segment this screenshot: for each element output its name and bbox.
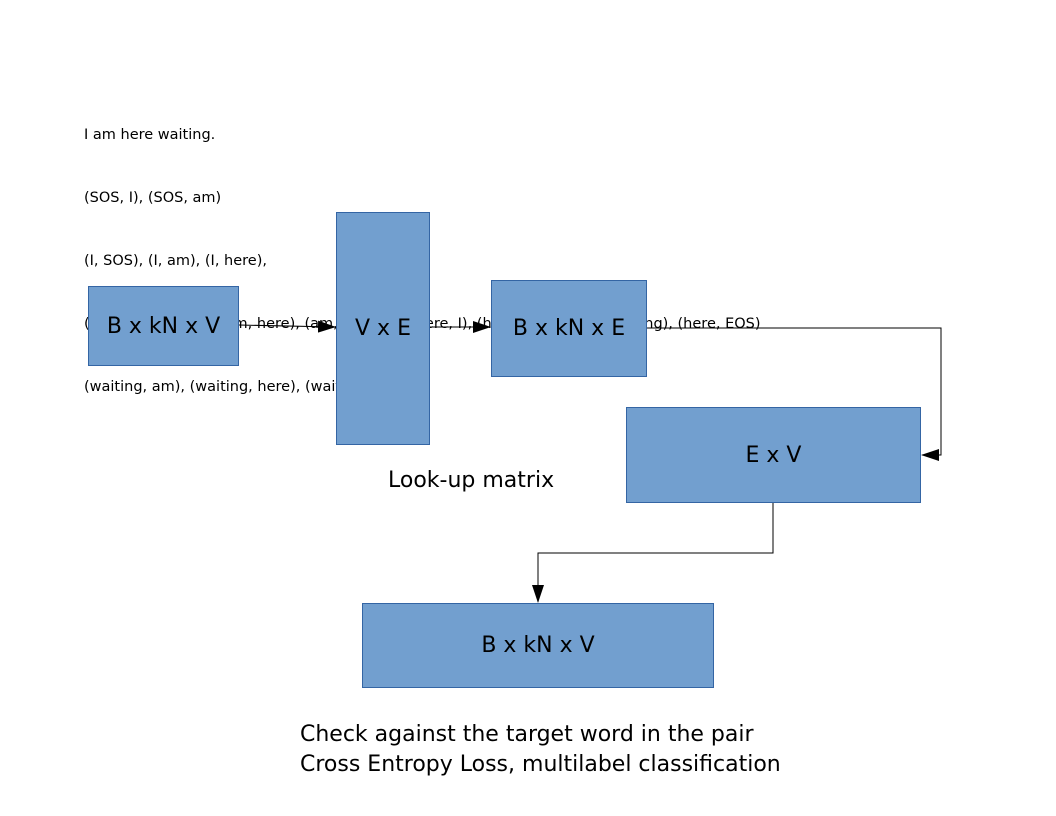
embedding-tensor-label: B x kN x E [512,316,626,341]
arrow-proj-to-output [532,503,774,603]
notes-line: I am here waiting. [84,127,216,143]
lookup-matrix-box: V x E [336,212,430,445]
embedding-tensor-box: B x kN x E [491,280,647,377]
output-tensor-label: B x kN x V [481,633,595,658]
projection-matrix-label: E x V [745,442,802,468]
projection-matrix-box: E x V [626,407,921,503]
input-tensor-box: B x kN x V [88,286,239,366]
lookup-matrix-label: V x E [355,316,411,341]
notes-line: (I, SOS), (I, am), (I, here), [84,253,267,269]
loss-caption: Check against the target word in the pai… [300,722,781,777]
arrow-embed-to-proj [647,327,942,461]
lookup-matrix-caption: Look-up matrix [388,468,555,493]
input-tensor-label: B x kN x V [106,313,221,339]
notes-line: (SOS, I), (SOS, am) [84,190,222,206]
output-tensor-box: B x kN x V [362,603,714,688]
arrow-input-to-lookup [238,320,336,333]
